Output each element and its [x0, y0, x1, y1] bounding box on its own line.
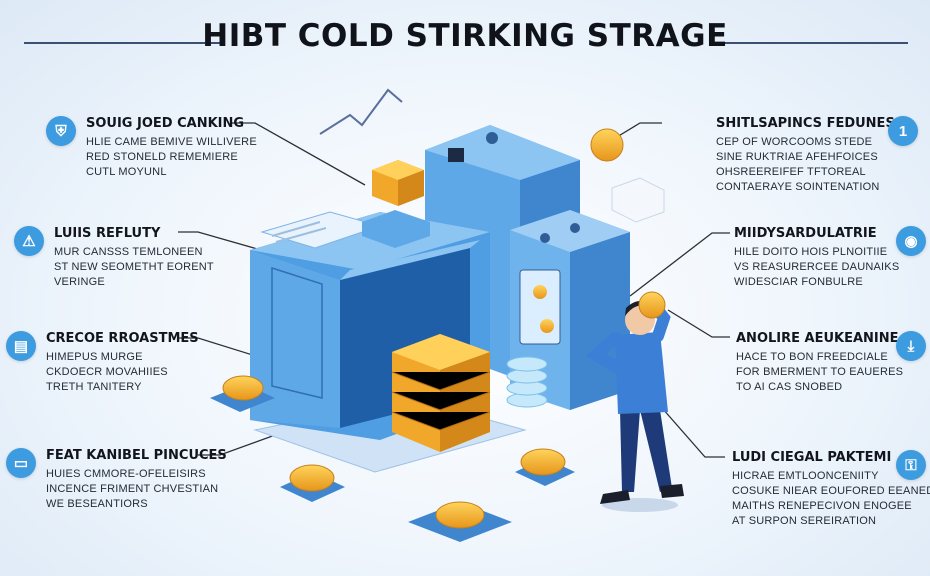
callout-line: SINE RUKTRIAE AFEHFOICES [716, 151, 878, 163]
crystal-stack [506, 356, 548, 408]
callout-line: RED STONELD REMEMIERE [86, 151, 238, 163]
callout-line: HACE TO BON FREEDCIALE [736, 351, 888, 363]
lock-icon: ⚿ [896, 450, 926, 480]
callout-left-3: ▤ CRECOE RROASTMES HIMEPUS MURGE CKDOECR… [6, 331, 276, 395]
callout-line: CEP OF WORCOOMS STEDE [716, 136, 873, 148]
callout-line: VS REASURERCEE DAUNAIKS [734, 261, 900, 273]
callout-line: HILE DOITO HOIS PLNOITIIE [734, 246, 888, 258]
callout-line: HIMEPUS MURGE [46, 351, 143, 363]
callout-line: MUR CANSSS TEMLONEEN [54, 246, 203, 258]
callout-line: HUIES CMMORE-OFELEISIRS [46, 468, 206, 480]
callout-title: MIIDYSARDULATRIE [734, 226, 877, 241]
info-icon: 1 [888, 116, 918, 146]
gold-bar-stack [391, 334, 491, 452]
person-figure [585, 291, 684, 512]
leader-lines [178, 122, 730, 458]
callout-right-3: ⤓ ANOLIRE AEUKEANINE HACE TO BON FREEDCI… [736, 331, 926, 395]
callout-title: CRECOE RROASTMES [46, 331, 199, 346]
callout-line: TRETH TANITERY [46, 381, 142, 393]
callout-line: HICRAE EMTLOONCENIITY [732, 470, 879, 482]
trend-graphic [319, 88, 403, 135]
globe-icon: ◉ [896, 226, 926, 256]
download-icon: ⤓ [896, 331, 926, 361]
laptop-icon: ▭ [6, 448, 36, 478]
callout-line: VERINGE [54, 276, 105, 288]
callout-line: CONTAERAYE SOINTENATION [716, 181, 880, 193]
folder-icon [611, 177, 665, 223]
callout-line: COSUKE NIEAR EOUFORED EEANED [732, 485, 930, 497]
shield-icon: ⛨ [46, 116, 76, 146]
document-icon: ▤ [6, 331, 36, 361]
callout-line: MAITHS RENEPECIVON ENOGEE [732, 500, 912, 512]
callout-title: FEAT KANIBEL PINCUCES [46, 448, 227, 463]
callout-line: CKDOECR MOVAHIIES [46, 366, 168, 378]
callout-line: CUTL MOYUNL [86, 166, 167, 178]
callout-line: FOR BMERMENT TO EAUERES [736, 366, 904, 378]
callout-title: ANOLIRE AEUKEANINE [736, 331, 899, 346]
callout-title: SOUIG JOED CANKING [86, 116, 245, 131]
callout-right-1: 1 SHITLSAPINCS FEDUNES CEP OF WORCOOMS S… [716, 116, 918, 195]
callout-title: SHITLSAPINCS FEDUNES [716, 116, 895, 131]
coin-tiles [210, 375, 575, 542]
floating-coin [590, 128, 624, 162]
callout-right-4: ⚿ LUDI CIEGAL PAKTEMI HICRAE EMTLOONCENI… [732, 450, 930, 529]
title-rule-right [712, 42, 908, 44]
callout-line: HLIE CAME BEMIVE WILLIVERE [86, 136, 257, 148]
callout-left-2: ⚠ LUIIS REFLUTY MUR CANSSS TEMLONEEN ST … [14, 226, 284, 290]
callout-left-4: ▭ FEAT KANIBEL PINCUCES HUIES CMMORE-OFE… [6, 448, 276, 512]
callout-line: INCENCE FRIMENT CHVESTIAN [46, 483, 219, 495]
warning-icon: ⚠ [14, 226, 44, 256]
callout-title: LUIIS REFLUTY [54, 226, 161, 241]
title-rule-left [24, 42, 220, 44]
callout-line: OHSREEREIFEF TFTOREAL [716, 166, 866, 178]
callout-right-2: ◉ MIIDYSARDULATRIE HILE DOITO HOIS PLNOI… [734, 226, 926, 290]
callout-line: ST NEW SEOMETHT EORENT [54, 261, 214, 273]
callout-line: AT SURPON SEREIRATION [732, 515, 877, 527]
callout-title: LUDI CIEGAL PAKTEMI [732, 450, 892, 465]
callout-line: TO AI CAS SNOBED [736, 381, 843, 393]
callout-line: WIDESCIAR FONBULRE [734, 276, 863, 288]
callout-line: WE BESEANTIORS [46, 498, 148, 510]
page-title: HIBT COLD STIRKING STRAGE [202, 18, 728, 54]
gold-cube [362, 160, 430, 248]
callout-left-1: ⛨ SOUIG JOED CANKING HLIE CAME BEMIVE WI… [46, 116, 316, 180]
